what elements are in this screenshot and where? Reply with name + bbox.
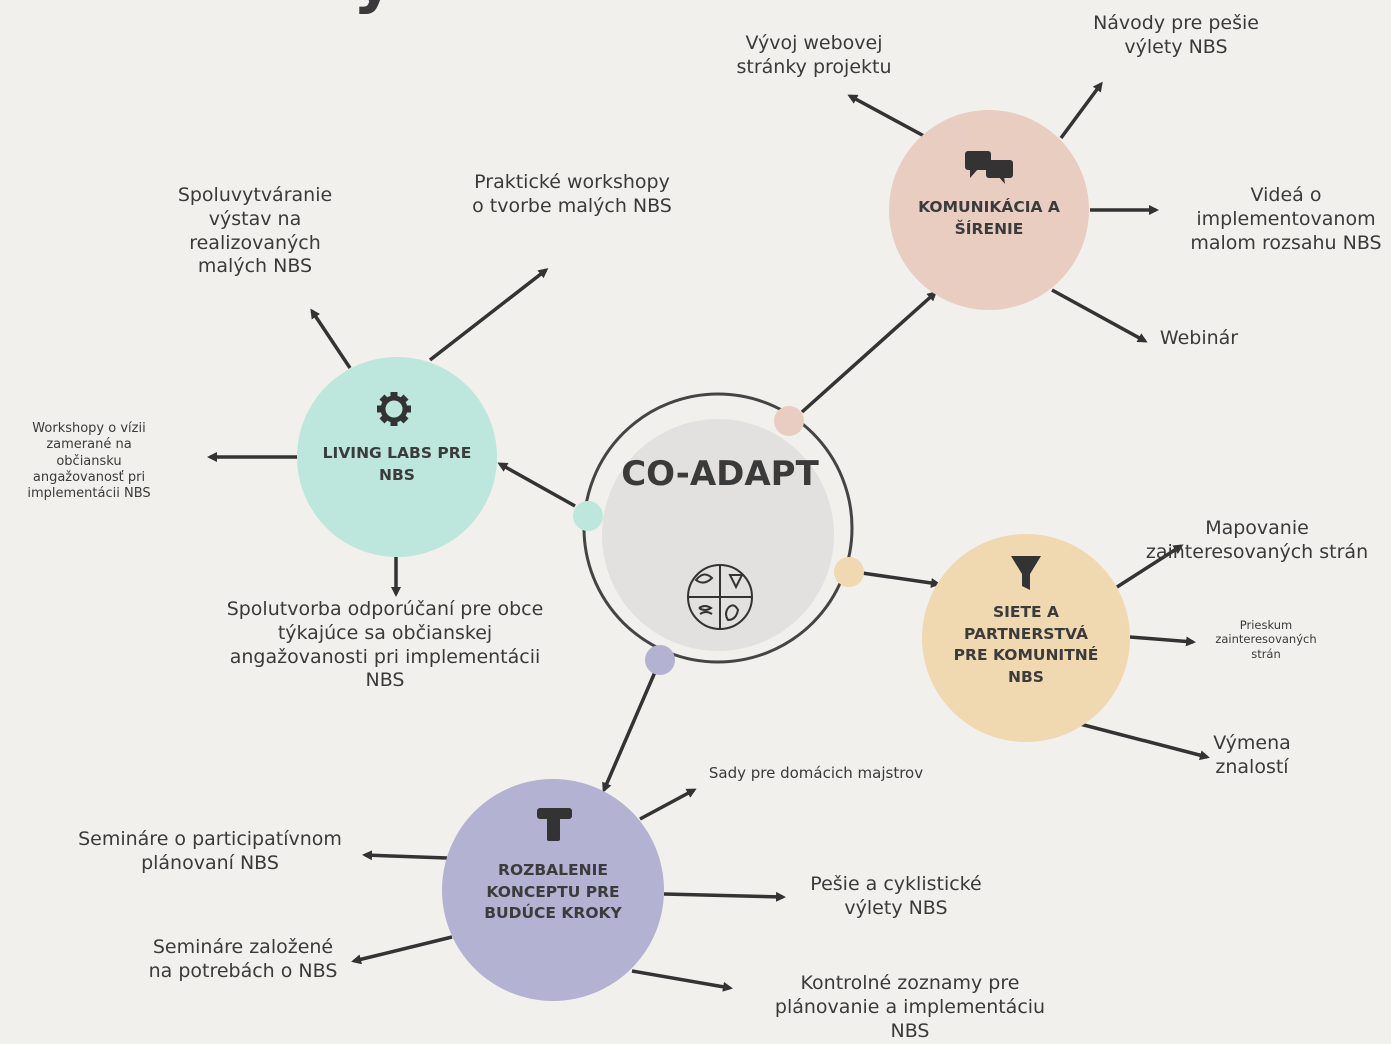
funnel-icon [1011, 556, 1041, 590]
item-seminare-participativne: Semináre o participatívnom plánovaní NBS [78, 828, 342, 874]
item-prakticke-workshopy: Praktické workshopy o tvorbe malých NBS [472, 171, 672, 217]
center-label: CO-ADAPT [621, 454, 819, 494]
hub-rozbalenie[interactable] [442, 779, 664, 1001]
arrow-spoluvytvaranie [310, 308, 352, 369]
arrow-navody [1059, 81, 1103, 140]
branch-arrows [207, 81, 1210, 992]
connector-komunikacia [800, 290, 938, 414]
arrow-sady [639, 788, 697, 821]
item-kontrolne-zoznamy: Kontrolné zoznamy pre plánovanie a imple… [774, 972, 1046, 1042]
arrow-mapovanie [1116, 544, 1184, 589]
item-seminare-potreby: Semináre založené na potrebách o NBS [148, 936, 338, 982]
dot-living-labs [573, 501, 603, 531]
hub-label-rozbalenie: ROZBALENIE KONCEPTU PRE BUDÚCE KROKY [484, 861, 622, 923]
arrow-vyvoj-webovej [847, 94, 925, 138]
item-prieskum: Prieskum zainteresovaných strán [1215, 618, 1317, 661]
arrow-vymena [1079, 722, 1210, 761]
item-spolutvorba: Spolutvorba odporúčaní pre obce týkajúce… [226, 598, 544, 692]
hub-siete[interactable] [922, 534, 1130, 742]
arrow-prakticke-workshopy [428, 268, 549, 362]
connector-siete [861, 571, 941, 588]
hub-komunikacia[interactable] [889, 110, 1089, 310]
climate-adaptation-icon [687, 564, 753, 630]
hub-living-labs[interactable] [297, 357, 497, 557]
chat-bubbles-icon [965, 151, 1013, 184]
arrow-seminare-participativne [362, 850, 448, 861]
item-workshopy-vizia: Workshopy o vízii zamerané na občiansku … [27, 421, 151, 501]
hub-label-komunikacia: KOMUNIKÁCIA A ŠÍRENIE [918, 198, 1060, 238]
item-navody: Návody pre pešie výlety NBS [1093, 12, 1259, 58]
gear-icon [377, 392, 411, 426]
item-spoluvytvaranie: Spoluvytváranie výstav na realizovaných … [177, 184, 333, 278]
arrow-webinar [1051, 288, 1148, 343]
arrow-kontrolne-zoznamy [631, 969, 733, 992]
item-pesie-cyklisticke: Pešie a cyklistické výlety NBS [810, 873, 982, 919]
arrow-pesie-cyklisticke [663, 891, 786, 902]
pipe-tool-icon [537, 808, 572, 841]
page-title: Aktivity [100, 0, 397, 16]
arrow-seminare-potreby [351, 935, 453, 965]
hub-label-siete: SIETE A PARTNERSTVÁ PRE KOMUNITNÉ NBS [953, 603, 1099, 687]
connector-rozbalenie [602, 671, 657, 793]
item-webinar: Webinár [1159, 327, 1239, 349]
hub-label-living-labs: LIVING LABS PRE NBS [322, 444, 472, 484]
center-disc [602, 419, 834, 651]
item-mapovanie: Mapovanie zainteresovaných strán [1145, 517, 1369, 563]
item-vyvoj-webovej: Vývoj webovej stránky projektu [736, 32, 892, 78]
connectors [497, 290, 941, 793]
dot-komunikacia [774, 406, 804, 436]
arrow-prieskum [1129, 635, 1196, 647]
dot-rozbalenie [645, 645, 675, 675]
item-sady: Sady pre domácich majstrov [708, 764, 924, 782]
dot-siete [834, 557, 864, 587]
item-vymena: Výmena znalostí [1213, 732, 1291, 778]
item-videa: Videá o implementovanom malom rozsahu NB… [1190, 184, 1382, 254]
connector-living-labs [497, 462, 576, 508]
